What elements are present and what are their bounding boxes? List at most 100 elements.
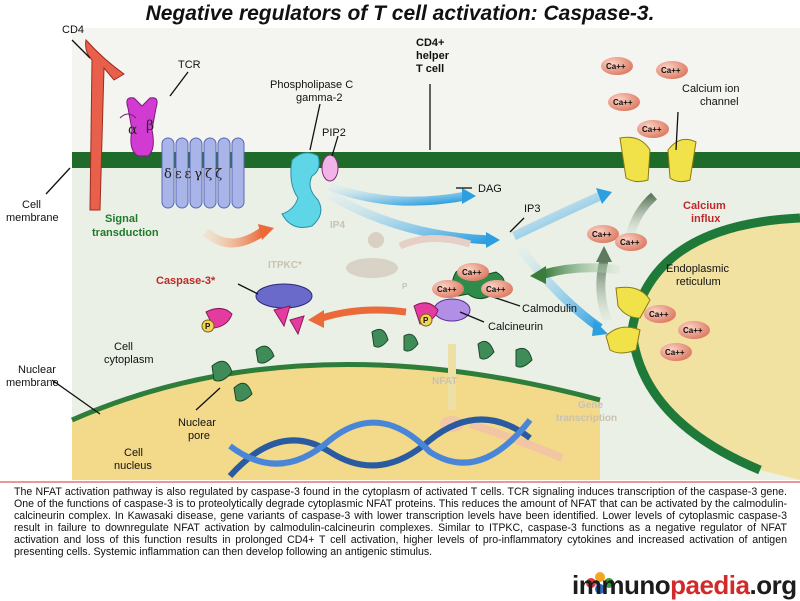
cd3-chain-label: δεεγζζ	[164, 167, 225, 182]
ca-ion-label: Ca++	[613, 98, 633, 107]
cd4-molecule	[85, 38, 125, 211]
calcineurin-label: Calcineurin	[488, 321, 543, 333]
cell-nucleus-label-line2: nucleus	[114, 460, 152, 472]
cd4-helper-label-line2: helper	[416, 50, 450, 62]
nfat-label: NFAT	[432, 376, 457, 387]
signal-label-line2: transduction	[92, 227, 159, 239]
channel-arrowhead	[596, 188, 612, 204]
pointer-lines	[45, 39, 679, 415]
phospho-label: P	[205, 322, 211, 331]
dna-helix	[227, 416, 533, 478]
er-release-arrowhead	[596, 246, 612, 262]
calmodulin-arrowhead	[530, 266, 546, 284]
phospho-tag-2	[419, 313, 433, 327]
plc-label-line1: Phospholipase C	[270, 79, 353, 91]
alpha-label: α	[128, 122, 138, 138]
cd3-chains	[161, 137, 245, 209]
nuclear-membrane	[70, 361, 601, 423]
calcium-channel-label-line2: channel	[700, 96, 739, 108]
dag-label: DAG	[478, 183, 502, 195]
pip2-label: PIP2	[322, 127, 346, 139]
caspase-arrow	[320, 306, 407, 322]
cell-cytoplasm-label-line1: Cell	[114, 341, 133, 353]
phospho-label-faded: P	[402, 282, 408, 291]
ca-ion-label: Ca++	[606, 62, 626, 71]
ca-ion-label: Ca++	[620, 238, 640, 247]
pip2-molecule	[321, 154, 339, 182]
calcium-ions: Ca++ Ca++ Ca++ Ca++ Ca++ Ca++ Ca++ Ca++ …	[432, 57, 710, 361]
watermark-part1: immuno	[572, 570, 671, 600]
signal-label-line1: Signal	[105, 213, 138, 225]
dag-arrow	[328, 181, 467, 206]
nfat-fragment	[273, 305, 291, 328]
cd4-helper-label-line1: CD4+	[416, 37, 444, 49]
ca-ion-label: Ca++	[683, 326, 703, 335]
ip3-arrowhead	[486, 232, 500, 248]
watermark-part2: paedia	[670, 570, 750, 600]
nfat-fragment-2	[289, 315, 305, 336]
caspase3-label: Caspase-3*	[156, 275, 216, 287]
ca-ion-label: Ca++	[462, 268, 482, 277]
gene-transcription-arrow	[468, 420, 564, 462]
er-arrow	[516, 245, 603, 332]
nuclear-pore-label-line1: Nuclear	[178, 417, 216, 429]
signal-transduction-arrow	[202, 228, 265, 248]
nuclear-membrane-label-line1: Nuclear	[18, 364, 56, 376]
diagram-title: Negative regulators of T cell activation…	[145, 2, 655, 25]
cell-membrane-label-line2: membrane	[6, 212, 59, 224]
calcium-channel	[619, 136, 697, 183]
calcineurin-enzyme	[433, 298, 471, 322]
phospho-tag	[201, 319, 215, 333]
itpkc-label: ITPKC*	[268, 260, 302, 271]
ca-ion-label: Ca++	[486, 285, 506, 294]
cd4-helper-label-line3: T cell	[416, 63, 444, 75]
ip4-molecule	[368, 232, 384, 248]
signal-arrowhead	[258, 224, 274, 240]
nuclear-pore-label-line2: pore	[188, 430, 210, 442]
calcium-influx-arrow	[625, 192, 658, 238]
nuclear-membrane-label-line2: membrane	[6, 377, 59, 389]
gene-transcription-label-line1: Gene	[578, 400, 603, 411]
cell-nucleus-label-line1: Cell	[124, 447, 143, 459]
ca-ion-label: Ca++	[665, 348, 685, 357]
ca-ion-label: Ca++	[592, 230, 612, 239]
cd4-label: CD4	[62, 24, 84, 36]
watermark: immunopaedia.org	[572, 570, 797, 601]
dag-arrowhead	[462, 188, 476, 204]
channel-arrow	[512, 191, 602, 241]
caspase-arrowhead	[308, 310, 324, 328]
calcium-channel-label-line1: Calcium ion	[682, 83, 739, 95]
ca-ion-label: Ca++	[661, 66, 681, 75]
cell-membrane	[72, 152, 800, 168]
plc-label-line2: gamma-2	[296, 92, 342, 104]
calmodulin-arrow	[542, 263, 621, 279]
phospho-label-2: P	[423, 316, 429, 325]
gene-transcription-label-line2: transcription	[556, 413, 617, 424]
description-text: The NFAT activation pathway is also regu…	[14, 486, 787, 558]
er-label-line2: reticulum	[676, 276, 721, 288]
tcr-complex	[119, 97, 158, 157]
calmodulin-label: Calmodulin	[522, 303, 577, 315]
ip3-arrow	[327, 191, 491, 245]
er-label-line1: Endoplasmic	[666, 263, 729, 275]
cell-membrane-label-line1: Cell	[22, 199, 41, 211]
extracellular-region	[72, 28, 800, 152]
phospholipase-c-gamma2	[281, 152, 322, 228]
cell-nucleus	[72, 364, 600, 480]
caspase3-enzyme	[255, 283, 313, 309]
ca-ion-label: Ca++	[642, 125, 662, 134]
tcr-label: TCR	[178, 59, 201, 71]
er-calcium-channel	[605, 286, 651, 354]
itpkc-arrow	[398, 234, 472, 250]
ca-ion-label: Ca++	[437, 285, 457, 294]
ip4-label: IP4	[330, 220, 345, 231]
watermark-part3: .org	[749, 570, 797, 600]
ip3-label: IP3	[524, 203, 541, 215]
cell-cytoplasm-label-line2: cytoplasm	[104, 354, 154, 366]
er-arrowhead	[592, 320, 608, 336]
itpkc-enzyme	[346, 258, 398, 278]
nuclear-pores	[211, 328, 533, 402]
watermark-logo-icon	[586, 572, 614, 594]
ca-ion-label: Ca++	[649, 310, 669, 319]
